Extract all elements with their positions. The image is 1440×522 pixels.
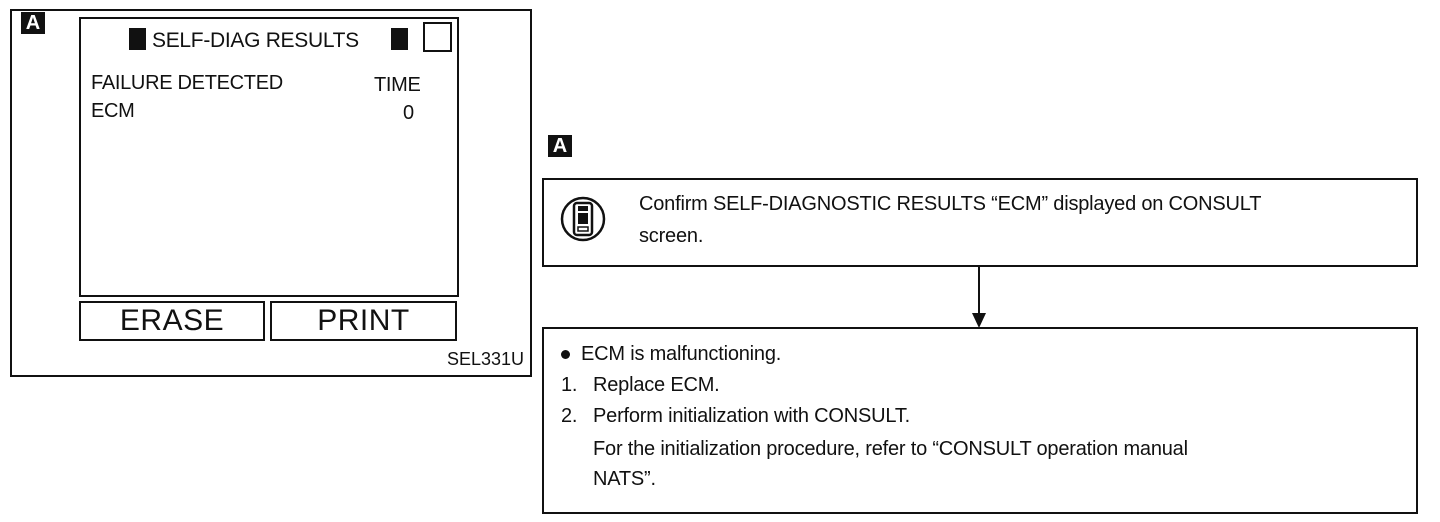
- result-bullet-text: ECM is malfunctioning.: [581, 343, 782, 365]
- step-confirm-line2: screen.: [639, 225, 704, 247]
- step-box-confirm: [542, 178, 1418, 267]
- erase-button[interactable]: ERASE: [79, 301, 265, 341]
- step-confirm-line1: Confirm SELF-DIAGNOSTIC RESULTS “ECM” di…: [639, 193, 1262, 215]
- result-box: [542, 327, 1418, 514]
- result-note-line1: For the initialization procedure, refer …: [593, 438, 1188, 460]
- screen-page-box[interactable]: [423, 22, 452, 52]
- failure-item: ECM: [91, 100, 135, 122]
- flow-tag-a: A: [548, 135, 572, 157]
- result-note-line2: NATS”.: [593, 468, 656, 490]
- result-item1-text: Replace ECM.: [593, 374, 720, 396]
- result-item2-number: 2.: [561, 405, 578, 427]
- screen-title-marker-left: [129, 28, 146, 50]
- print-button[interactable]: PRINT: [270, 301, 457, 341]
- flow-arrow: [972, 266, 986, 328]
- failure-time: 0: [403, 102, 414, 124]
- figure-tag-a: A: [21, 12, 45, 34]
- figure-code: SEL331U: [447, 349, 525, 369]
- consult-screen-figure: [10, 9, 532, 377]
- screen-title-marker-right[interactable]: [391, 28, 408, 50]
- consult-display: [79, 17, 459, 297]
- column-header-failure: FAILURE DETECTED: [91, 72, 283, 94]
- result-item1-number: 1.: [561, 374, 578, 396]
- column-header-time: TIME: [374, 74, 421, 96]
- consult-tester-icon: [560, 196, 606, 242]
- result-item2-text: Perform initialization with CONSULT.: [593, 405, 910, 427]
- bullet-icon: [561, 350, 570, 359]
- screen-title: SELF-DIAG RESULTS: [152, 29, 359, 52]
